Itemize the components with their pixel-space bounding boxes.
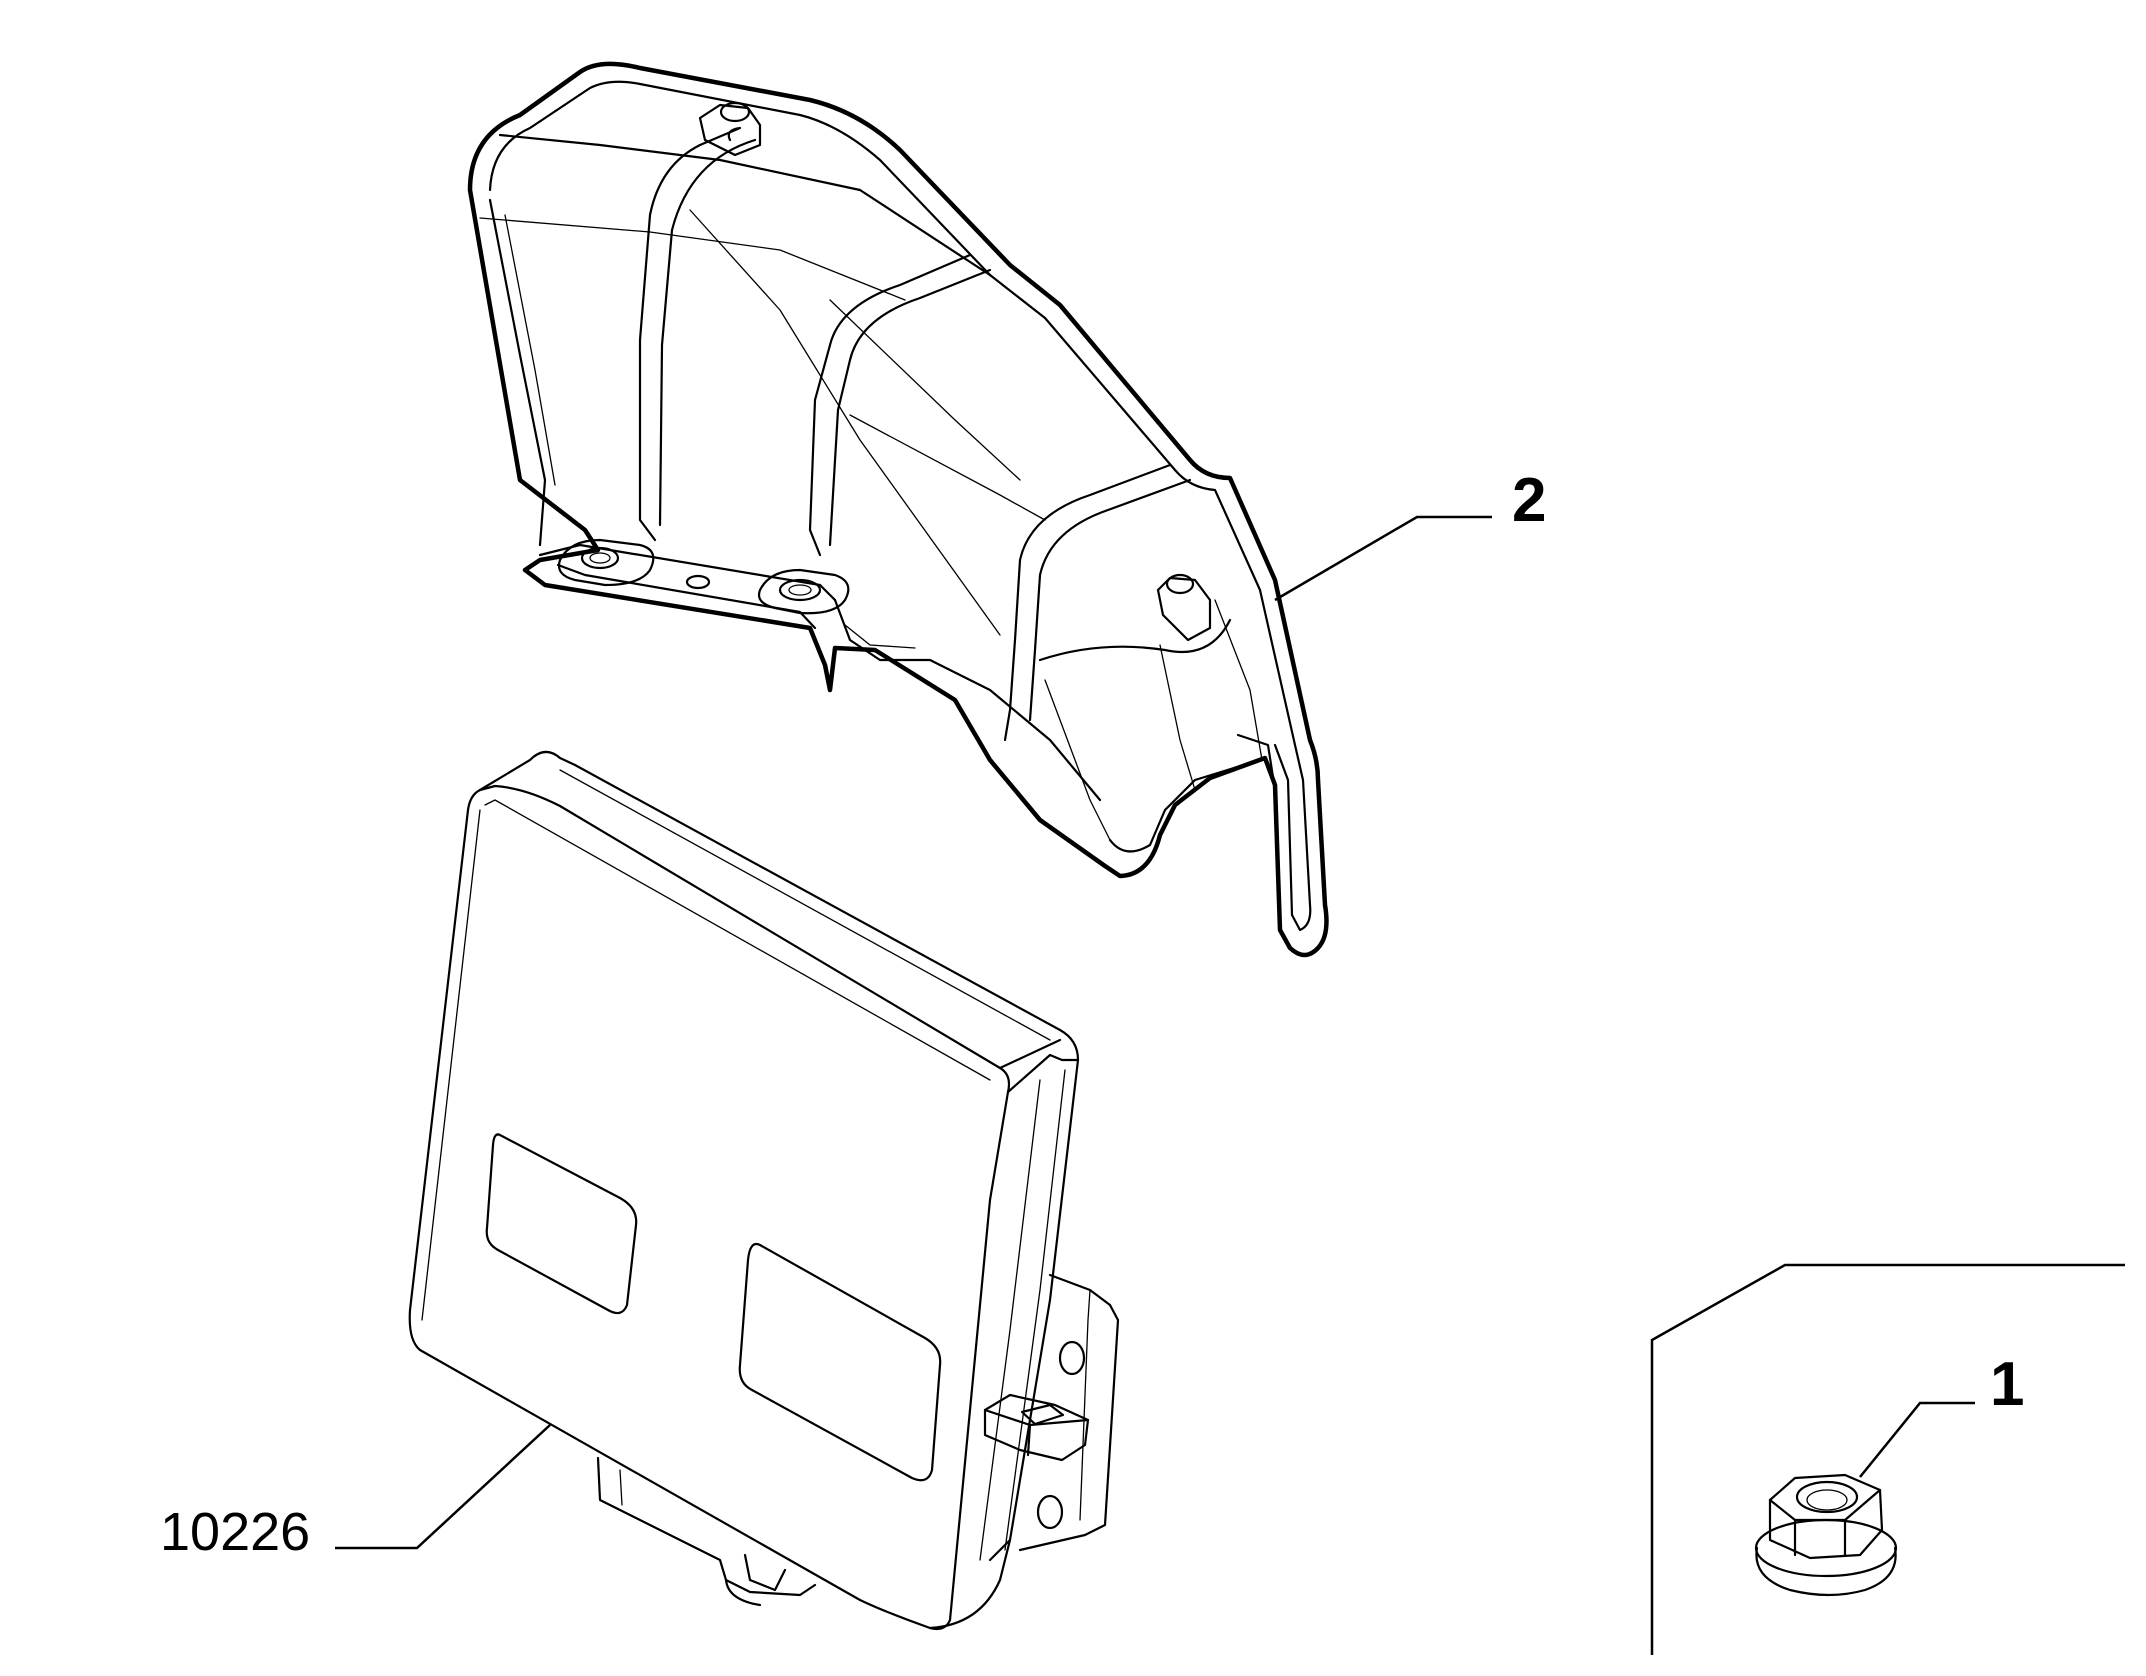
control-unit-connector (596, 1456, 817, 1607)
cover-mount-hole-middle (757, 568, 850, 615)
flange-nut-part (1754, 1473, 1898, 1597)
protective-cover-part (467, 61, 1329, 958)
leader-line-1 (1859, 1401, 1975, 1478)
callout-part-10226: 10226 (160, 1502, 310, 1562)
leader-line-10226 (335, 1424, 551, 1550)
cover-mount-hole-left (557, 538, 655, 587)
control-unit-bracket (983, 1273, 1120, 1552)
control-unit-window-left (485, 1133, 638, 1315)
callout-part-2: 2 (1512, 466, 1546, 535)
cover-slot-hole (685, 574, 711, 590)
inset-frame (1650, 1263, 2125, 1655)
control-unit-window-right (738, 1242, 942, 1482)
callout-part-1: 1 (1990, 1350, 2024, 1419)
control-unit-part (408, 750, 1120, 1631)
leader-line-2 (1274, 515, 1492, 602)
cover-stud-right (1156, 573, 1212, 642)
cover-stud-top (698, 101, 762, 157)
